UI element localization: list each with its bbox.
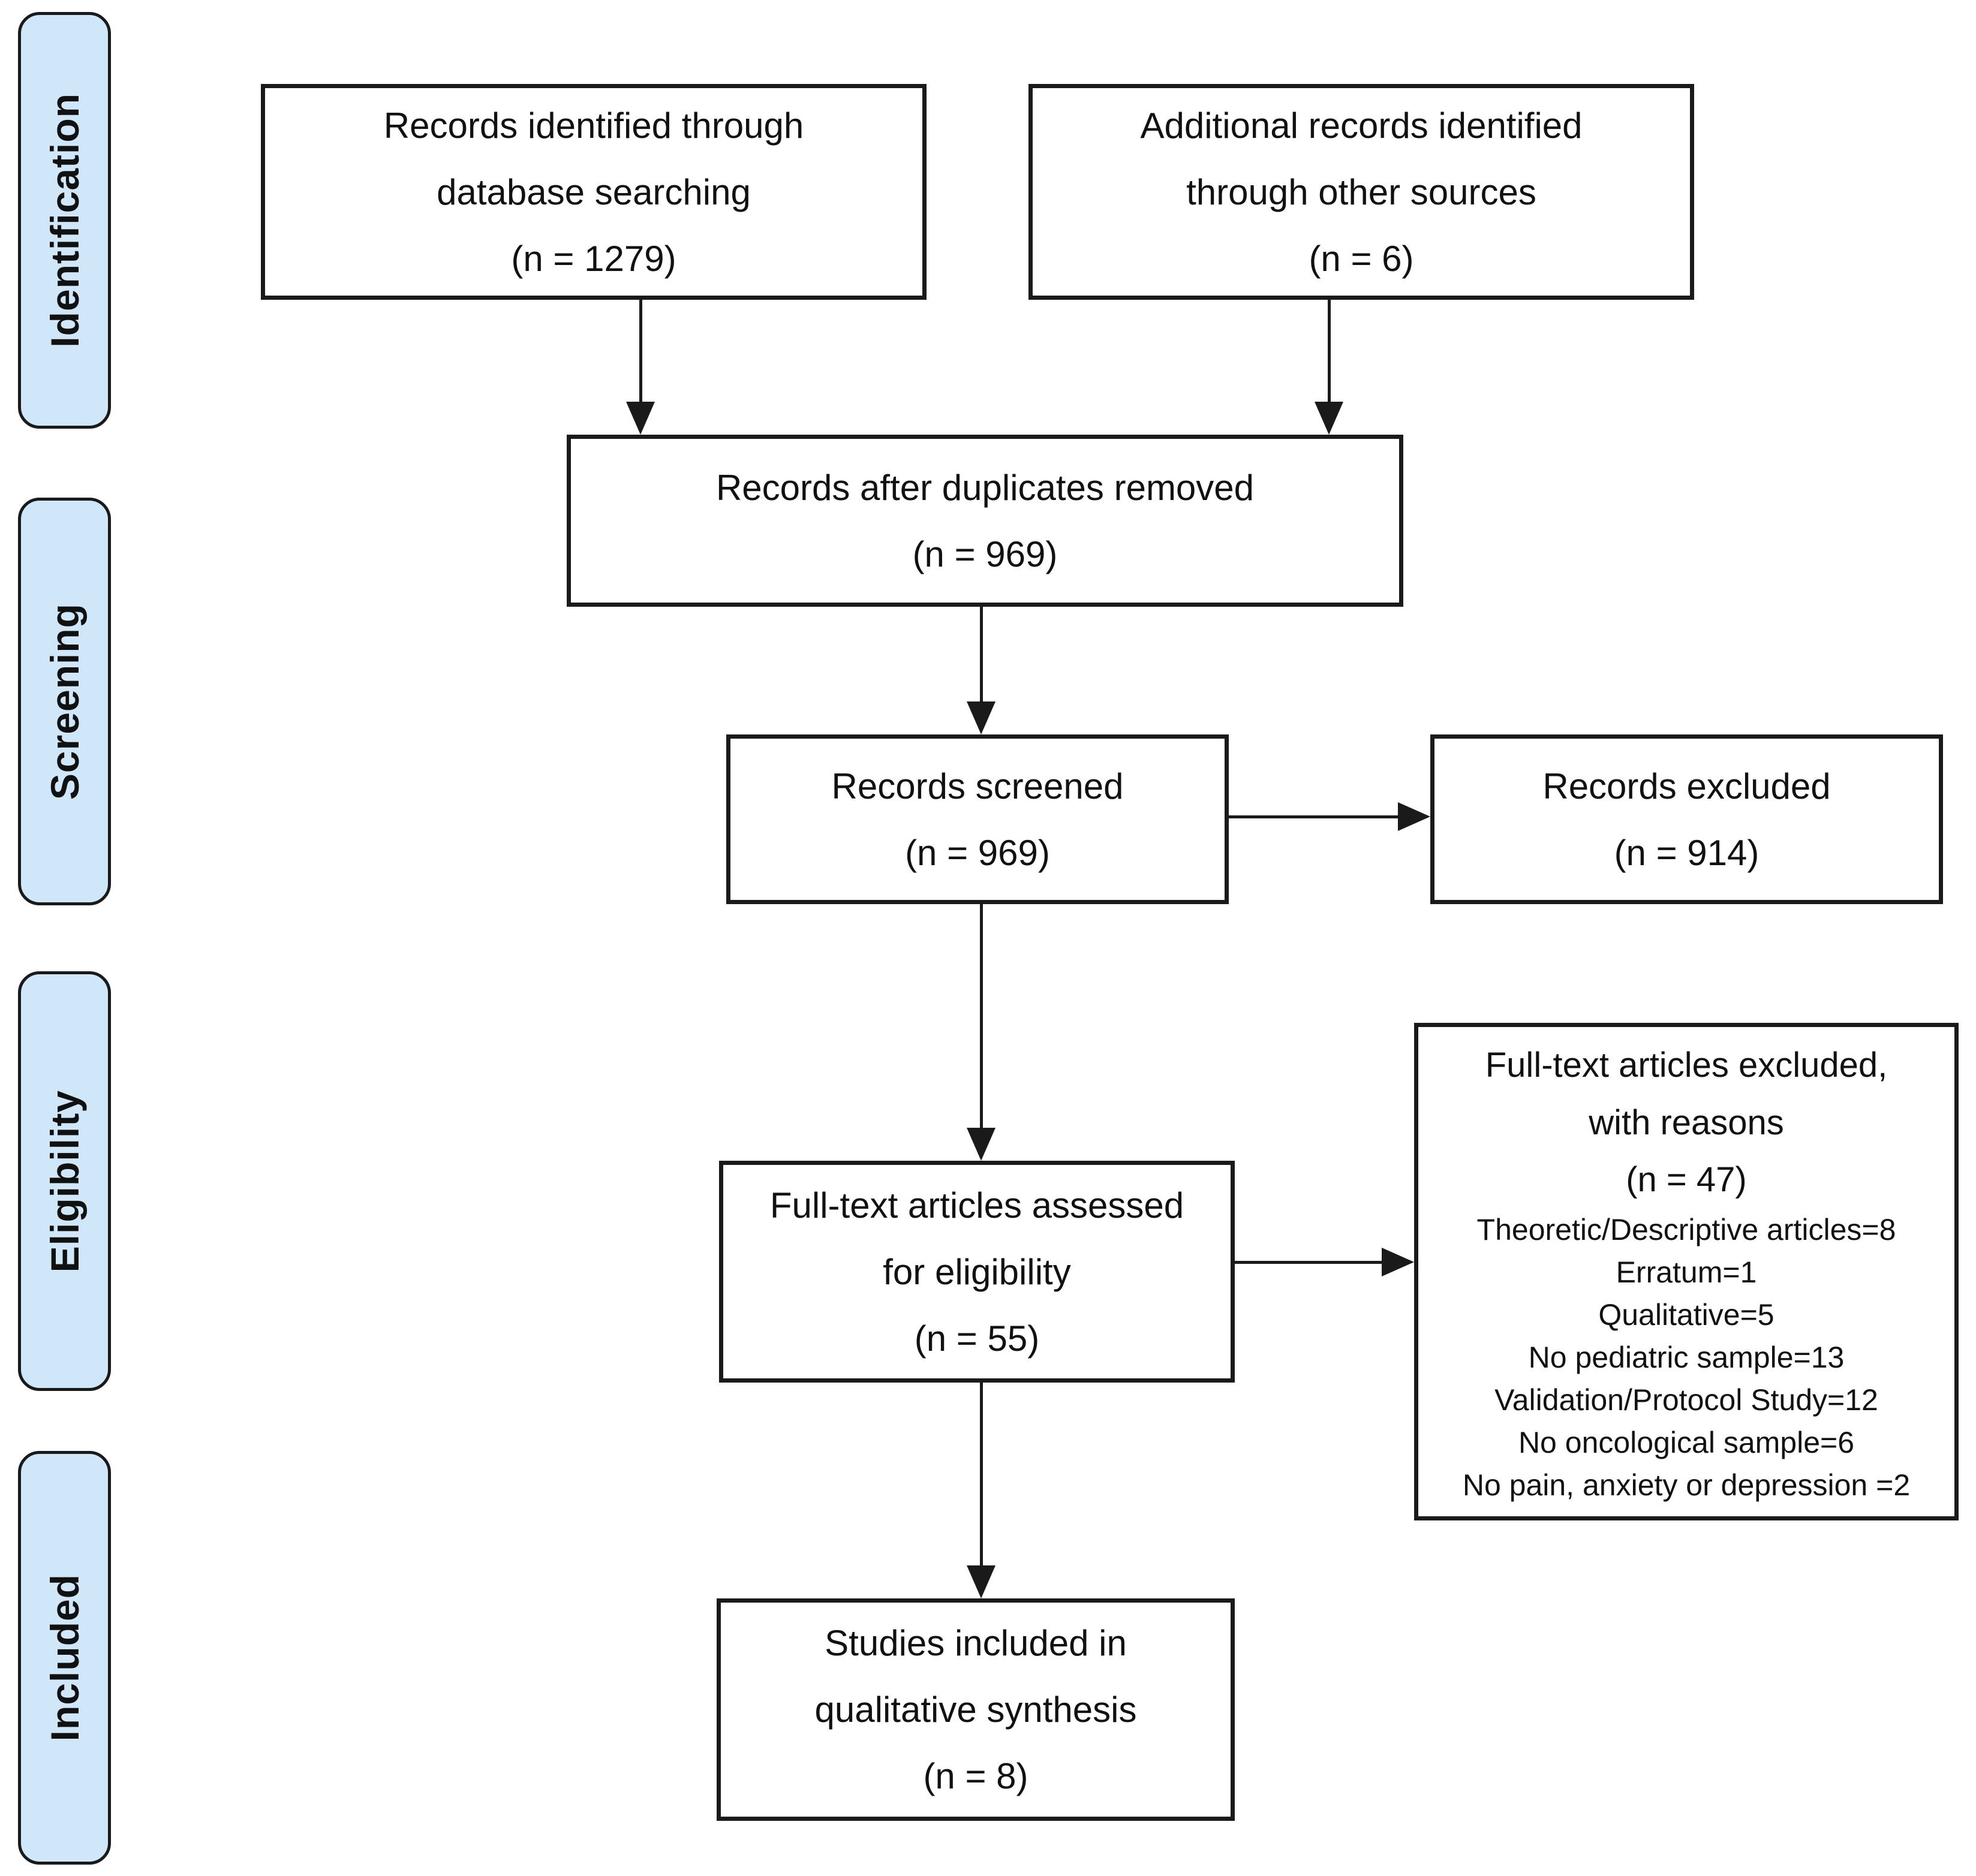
box-records-screened: Records screened (n = 969) [726,734,1229,904]
reason-no-oncological-sample: No oncological sample=6 [1518,1426,1855,1460]
arrowhead-screened-to-fulltext [967,1128,995,1161]
arrow-line-fulltext-to-included [980,1381,983,1567]
box-additional-records-other-sources: Additional records identified through ot… [1028,84,1694,300]
arrowhead-database-to-duplicates [626,402,655,435]
box-records-screened-text: Records screened (n = 969) [831,766,1124,873]
arrowhead-screened-to-excluded [1398,802,1430,831]
box-studies-included-qualitative-text: Studies included in qualitative synthesi… [814,1623,1137,1796]
arrowhead-fulltext-to-included [967,1565,995,1598]
box-records-after-duplicates-removed: Records after duplicates removed (n = 96… [567,435,1403,607]
box-fulltext-assessed-text: Full-text articles assessed for eligibil… [769,1185,1184,1359]
box-records-after-duplicates-removed-text: Records after duplicates removed (n = 96… [715,467,1255,574]
stage-label-screening: Screening [42,603,87,800]
box-fulltext-excluded-heading: Full-text articles excluded, with reason… [1485,1045,1888,1200]
reason-validation-protocol-study: Validation/Protocol Study=12 [1494,1383,1878,1417]
box-fulltext-assessed: Full-text articles assessed for eligibil… [719,1161,1235,1383]
box-records-excluded: Records excluded (n = 914) [1430,734,1943,904]
stage-tab-identification: Identification [18,12,111,429]
box-records-excluded-text: Records excluded (n = 914) [1542,766,1831,873]
fulltext-excluded-reasons-list: Theoretic/Descriptive articles=8 Erratum… [1463,1209,1910,1507]
stage-label-included: Included [42,1574,87,1742]
reason-theoretic-descriptive: Theoretic/Descriptive articles=8 [1476,1213,1896,1247]
reason-no-pain-anxiety-depression: No pain, anxiety or depression =2 [1462,1468,1911,1502]
box-fulltext-excluded-with-reasons: Full-text articles excluded, with reason… [1414,1023,1959,1520]
box-additional-records-other-sources-text: Additional records identified through ot… [1140,105,1583,279]
box-records-identified-database: Records identified through database sear… [261,84,927,300]
stage-tab-eligibility: Eligibility [18,971,111,1391]
stage-tab-included: Included [18,1451,111,1865]
arrowhead-other-sources-to-duplicates [1315,402,1343,435]
reason-no-pediatric-sample: No pediatric sample=13 [1528,1341,1845,1375]
arrowhead-fulltext-to-excluded [1382,1248,1414,1276]
arrow-line-screened-to-fulltext [980,903,983,1130]
arrow-line-other-sources-to-duplicates [1328,299,1331,403]
reason-erratum: Erratum=1 [1616,1255,1757,1290]
arrow-line-duplicates-to-screened [980,606,983,703]
box-studies-included-qualitative: Studies included in qualitative synthesi… [717,1598,1235,1821]
arrow-line-fulltext-to-excluded [1234,1261,1383,1264]
box-records-identified-database-text: Records identified through database sear… [383,105,804,279]
arrowhead-duplicates-to-screened [967,701,995,734]
stage-label-identification: Identification [42,93,87,348]
stage-label-eligibility: Eligibility [42,1089,87,1273]
arrow-line-database-to-duplicates [639,299,642,403]
reason-qualitative: Qualitative=5 [1598,1298,1775,1332]
stage-tab-screening: Screening [18,498,111,905]
arrow-line-screened-to-excluded [1229,815,1400,818]
